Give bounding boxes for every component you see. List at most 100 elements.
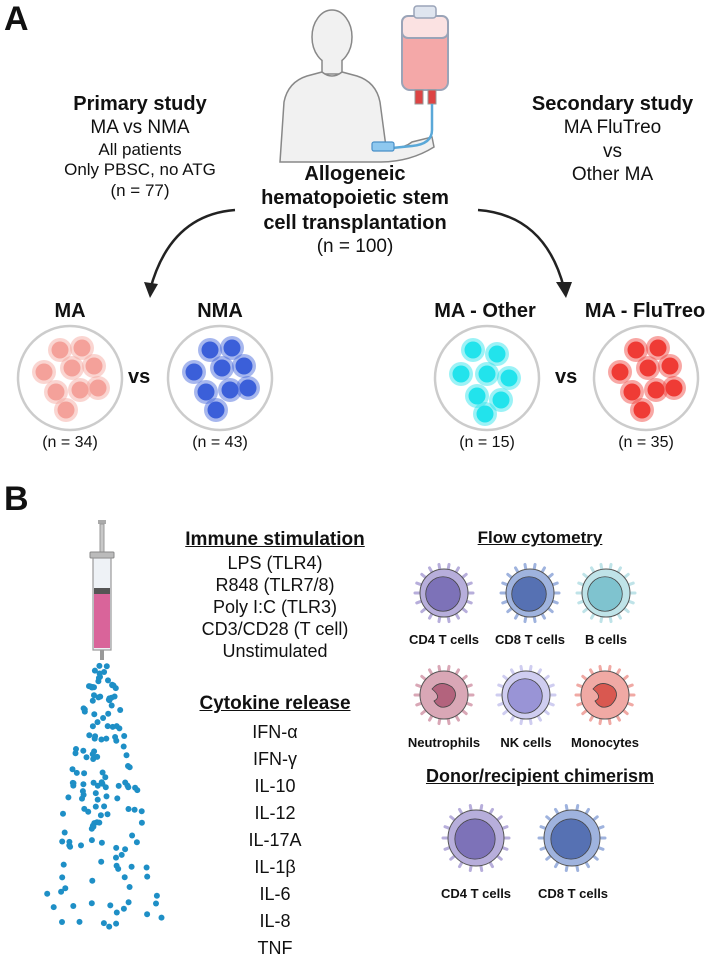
immune-item: Unstimulated <box>222 640 328 661</box>
flow-cell-label: B cells <box>585 632 627 647</box>
cytokine-dot <box>66 838 73 845</box>
bcell-cell-icon <box>575 562 637 624</box>
cytokine-dot <box>96 662 103 669</box>
chimerism-cell-label: CD4 T cells <box>440 886 512 901</box>
group-nma-label: NMA <box>197 300 243 322</box>
cytokine-release-title: Cytokine release <box>199 693 351 714</box>
dish-cell-core <box>665 379 683 397</box>
cytokine-dot <box>81 770 88 777</box>
cytokine-dot <box>114 795 121 802</box>
cytokine-dot <box>100 715 107 721</box>
cytokine-dot <box>153 892 160 899</box>
cytokine-dot <box>125 763 131 769</box>
cytokine-dot <box>80 747 87 754</box>
monocyte-cell-icon <box>574 664 636 726</box>
dish-cell-core <box>492 391 510 409</box>
cytokine-dot <box>120 743 127 750</box>
cytokine-dot <box>104 723 111 730</box>
dish-cell-core <box>452 365 470 383</box>
dish-cell-core <box>235 357 253 375</box>
cytokine-dot <box>128 863 135 870</box>
dish-cell-core <box>478 365 496 383</box>
cytokine-dot <box>80 781 87 788</box>
dish-cell-core <box>649 339 667 357</box>
flow-cell-label: CD8 T cells <box>494 632 566 647</box>
cytokine-dot <box>144 911 151 918</box>
cytokine-dot <box>91 735 98 742</box>
cytokine-dot <box>59 874 66 881</box>
cytokine-dot <box>105 696 112 703</box>
cytokine-dot <box>105 710 112 717</box>
cytokine-dot <box>120 905 127 912</box>
secondary-study-line1: MA FluTreo <box>563 117 662 139</box>
cytokine-dot <box>89 697 96 704</box>
chimerism-cells <box>441 804 607 872</box>
dish-cell-core <box>661 357 679 375</box>
cytokine-dot <box>89 877 96 884</box>
dish-nma <box>166 324 274 432</box>
cell-dishes <box>16 324 700 432</box>
center-title-line2: hematopoietic stem <box>261 187 449 210</box>
dish-cell-core <box>207 401 225 419</box>
dish-cell-core <box>223 339 241 357</box>
cytokine-dot <box>61 829 68 836</box>
secondary-study-title: Secondary study <box>531 93 694 115</box>
cytokine-dot <box>91 667 98 674</box>
cytokine-item: IFN-γ <box>253 748 297 769</box>
chimerism-cd8-cell-icon <box>537 804 607 872</box>
cytokine-dot <box>115 782 122 789</box>
cytokine-dot <box>88 900 95 907</box>
panel-b-letter: B <box>4 480 29 518</box>
cytokine-item: IFN-α <box>252 721 298 742</box>
cytokine-dot <box>92 790 99 797</box>
immune-item: CD3/CD28 (T cell) <box>201 619 349 640</box>
vs-left: vs <box>128 366 151 388</box>
flow-cell-label: Neutrophils <box>407 735 481 750</box>
cytokine-dot <box>60 861 67 868</box>
group-ma-flutreo-label: MA - FluTreo <box>584 300 706 322</box>
cytokine-dot <box>83 754 90 761</box>
cytokine-dot <box>94 719 101 726</box>
dish-cell-core <box>185 363 203 381</box>
cytokine-dot <box>72 750 79 757</box>
cytokine-dot <box>70 903 77 909</box>
cytokine-dot <box>113 844 120 851</box>
cytokine-item: TNF <box>257 937 293 958</box>
cytokine-item: IL-12 <box>254 802 296 823</box>
dish-cell-core <box>85 357 103 375</box>
cytokine-item: IL-1β <box>254 856 296 877</box>
dish-cell-core <box>213 359 231 377</box>
cd4-cell-icon <box>413 562 475 624</box>
dish-cell-core <box>197 383 215 401</box>
cytokine-dot <box>113 909 120 916</box>
secondary-study-line3: Other MA <box>571 163 654 185</box>
group-ma-other-count: (n = 15) <box>459 434 515 451</box>
primary-study-line3: Only PBSC, no ATG <box>64 160 216 180</box>
cytokine-dot <box>98 779 105 786</box>
group-ma-count: (n = 34) <box>42 434 98 451</box>
chimerism-cd4-cell-icon <box>441 804 511 872</box>
cytokine-dot <box>103 735 110 742</box>
secondary-study-line2: vs <box>603 140 622 162</box>
dish-cell-core <box>239 379 257 397</box>
dish-cell-core <box>476 405 494 423</box>
cytokine-dot <box>86 732 93 739</box>
cytokine-dot <box>59 838 66 845</box>
cytokine-dot <box>106 923 113 930</box>
cytokine-dot <box>125 806 132 812</box>
cytokine-dot <box>99 769 106 776</box>
cytokine-dot <box>95 675 102 681</box>
dish-cell-core <box>623 383 641 401</box>
cytokine-dot <box>104 811 111 818</box>
cytokine-dot <box>133 839 140 846</box>
immune-item: R848 (TLR7/8) <box>215 575 335 596</box>
cytokine-dot <box>81 805 88 812</box>
cytokine-dot <box>94 796 101 803</box>
cytokine-dot <box>78 842 84 849</box>
dish-ma-flutreo <box>592 324 700 432</box>
cytokine-dot <box>100 920 107 927</box>
cytokine-dot <box>112 734 119 740</box>
cytokine-dot <box>98 839 105 846</box>
cytokine-dot <box>121 874 128 881</box>
cytokine-dot <box>73 769 80 776</box>
